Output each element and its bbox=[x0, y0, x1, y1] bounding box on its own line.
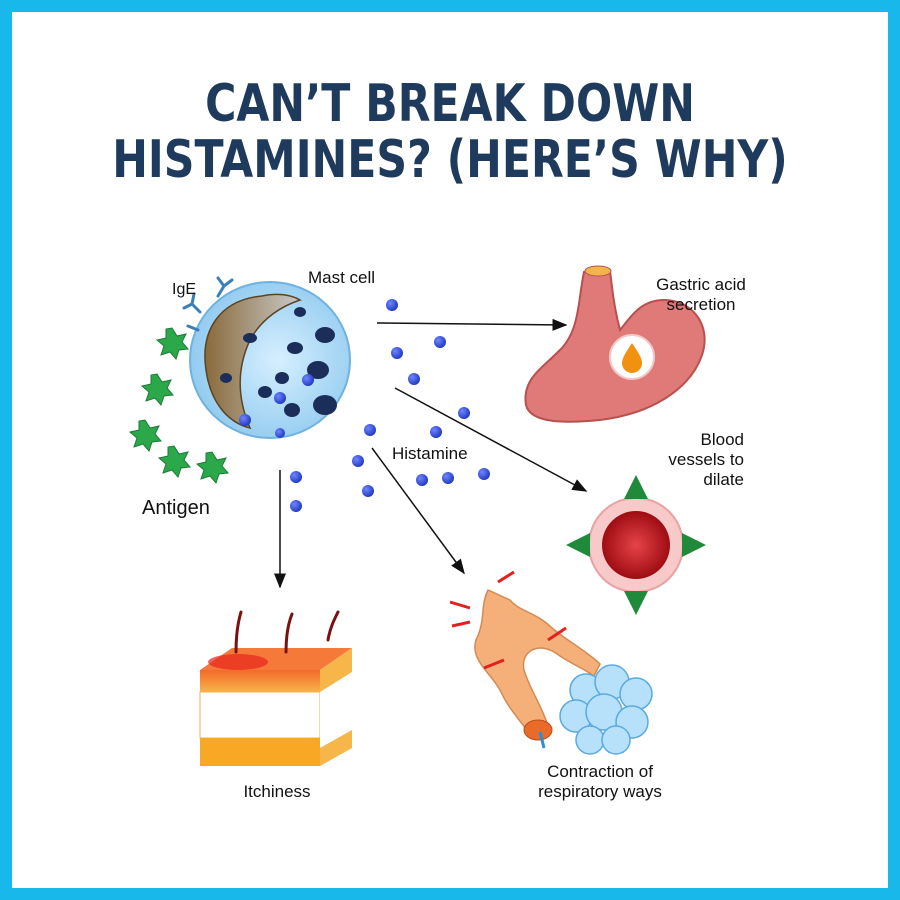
gastric-label-line-1: Gastric acid bbox=[656, 275, 746, 294]
antigen-icon bbox=[128, 327, 229, 484]
arrow-to-vessel bbox=[394, 387, 588, 492]
mast-cell bbox=[189, 281, 351, 439]
itchiness-label: Itchiness bbox=[243, 782, 311, 801]
histamine-molecules bbox=[290, 299, 490, 512]
mast-cell-label: Mast cell bbox=[308, 268, 376, 287]
ige-receptor-icon bbox=[182, 276, 234, 332]
page-title: CAN’T BREAK DOWN HISTAMINES? (HERE’S WHY… bbox=[91, 76, 809, 188]
histamine-diagram bbox=[128, 265, 706, 766]
ige-label: IgE bbox=[172, 281, 197, 298]
alveoli-icon bbox=[559, 664, 653, 755]
blood-vessel-icon bbox=[566, 475, 706, 615]
blood-vessels-label: Blood vessels to dilate bbox=[624, 430, 744, 490]
histamine-label: Histamine bbox=[392, 444, 468, 463]
stomach-icon bbox=[524, 265, 706, 423]
title-line-2: HISTAMINES? (HERE’S WHY) bbox=[112, 130, 788, 190]
gastric-label: Gastric acid secretion bbox=[636, 275, 766, 315]
blood-label-line-2: vessels to bbox=[668, 450, 744, 469]
airway-icon bbox=[449, 570, 653, 755]
skin-icon bbox=[199, 610, 352, 766]
blood-label-line-1: Blood bbox=[700, 430, 744, 449]
antigen-label: Antigen bbox=[142, 497, 210, 519]
title-line-1: CAN’T BREAK DOWN bbox=[205, 74, 695, 134]
arrow-to-airways bbox=[371, 447, 465, 575]
effect-arrows bbox=[274, 318, 588, 589]
respiratory-label-line-2: respiratory ways bbox=[538, 782, 662, 801]
arrow-to-stomach bbox=[376, 318, 568, 331]
blood-label-line-3: dilate bbox=[703, 470, 744, 489]
gastric-label-line-2: secretion bbox=[666, 295, 736, 314]
respiratory-label: Contraction of respiratory ways bbox=[500, 762, 700, 802]
respiratory-label-line-1: Contraction of bbox=[547, 762, 653, 781]
